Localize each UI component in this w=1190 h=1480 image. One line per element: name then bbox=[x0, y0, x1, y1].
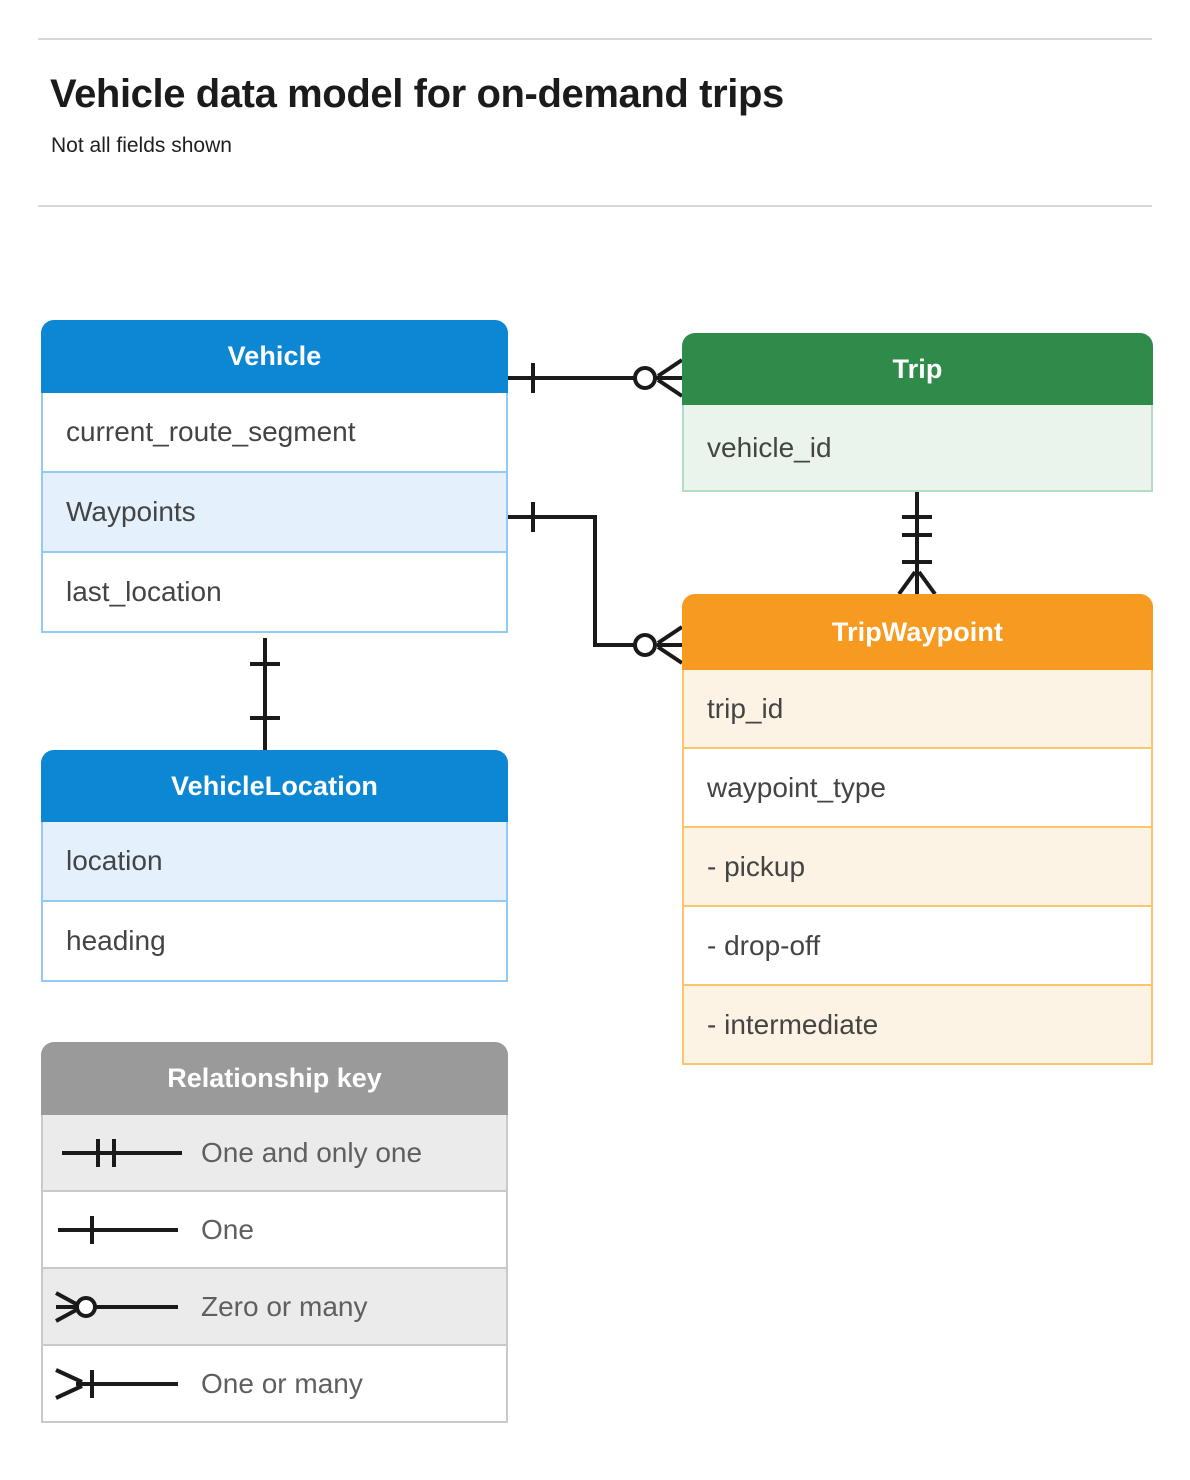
connector-trip-tripwaypoint bbox=[897, 492, 937, 596]
entity-trip[interactable]: Trip vehicle_id bbox=[682, 333, 1153, 492]
entity-tripwaypoint-header: TripWaypoint bbox=[682, 594, 1153, 670]
legend-row-one-and-only-one: One and only one bbox=[41, 1115, 508, 1192]
field-label: current_route_segment bbox=[66, 416, 356, 447]
entity-tripwaypoint-enum-drop-off[interactable]: - drop-off bbox=[682, 907, 1153, 986]
entity-tripwaypoint-field-trip-id[interactable]: trip_id bbox=[682, 670, 1153, 749]
entity-trip-header: Trip bbox=[682, 333, 1153, 405]
entity-tripwaypoint-field-waypoint-type[interactable]: waypoint_type bbox=[682, 749, 1153, 828]
one-or-many-icon bbox=[43, 1364, 201, 1404]
field-label: vehicle_id bbox=[707, 431, 832, 463]
field-label: last_location bbox=[66, 576, 222, 607]
field-label: trip_id bbox=[707, 692, 784, 724]
field-label: waypoint_type bbox=[707, 771, 887, 803]
relationship-key-title: Relationship key bbox=[167, 1063, 382, 1093]
legend-row-zero-or-many: Zero or many bbox=[41, 1269, 508, 1346]
entity-vehicle-title: Vehicle bbox=[227, 341, 322, 371]
field-label: - intermediate bbox=[707, 1008, 879, 1040]
entity-trip-title: Trip bbox=[892, 353, 943, 384]
legend-label: One and only one bbox=[201, 1136, 423, 1168]
entity-trip-field-vehicle-id[interactable]: vehicle_id bbox=[682, 405, 1153, 492]
entity-vehiclelocation-field-heading[interactable]: heading bbox=[41, 902, 508, 982]
entity-vehicle[interactable]: Vehicle current_route_segment Waypoints … bbox=[41, 320, 508, 633]
entity-vehiclelocation[interactable]: VehicleLocation location heading bbox=[41, 750, 508, 982]
entity-vehiclelocation-field-location[interactable]: location bbox=[41, 822, 508, 902]
entity-vehiclelocation-title: VehicleLocation bbox=[170, 770, 379, 801]
page-title: Vehicle data model for on-demand trips bbox=[50, 72, 784, 116]
entity-vehicle-field-current-route-segment[interactable]: current_route_segment bbox=[41, 393, 508, 473]
top-divider bbox=[38, 38, 1152, 40]
bottom-divider bbox=[38, 205, 1152, 207]
entity-vehiclelocation-header: VehicleLocation bbox=[41, 750, 508, 822]
field-label: - drop-off bbox=[707, 929, 821, 961]
connector-vehicle-vehiclelocation bbox=[250, 638, 280, 750]
entity-tripwaypoint[interactable]: TripWaypoint trip_id waypoint_type - pic… bbox=[682, 594, 1153, 1065]
entity-vehicle-field-last-location[interactable]: last_location bbox=[41, 553, 508, 633]
legend-label: One or many bbox=[201, 1367, 363, 1399]
connector-vehicle-trip bbox=[508, 358, 684, 398]
one-and-only-one-icon bbox=[43, 1133, 201, 1173]
entity-vehicle-field-waypoints[interactable]: Waypoints bbox=[41, 473, 508, 553]
connector-waypoints-tripwaypoint bbox=[508, 502, 684, 665]
legend-row-one-or-many: One or many bbox=[41, 1346, 508, 1423]
field-label: heading bbox=[66, 925, 166, 956]
entity-tripwaypoint-enum-intermediate[interactable]: - intermediate bbox=[682, 986, 1153, 1065]
field-label: - pickup bbox=[707, 850, 806, 882]
relationship-key-legend: Relationship key One and only one One bbox=[41, 1042, 508, 1423]
one-icon bbox=[43, 1210, 201, 1250]
entity-tripwaypoint-enum-pickup[interactable]: - pickup bbox=[682, 828, 1153, 907]
page-subtitle: Not all fields shown bbox=[51, 134, 232, 157]
legend-row-one: One bbox=[41, 1192, 508, 1269]
field-label: location bbox=[66, 845, 163, 876]
legend-label: Zero or many bbox=[201, 1290, 368, 1322]
entity-tripwaypoint-title: TripWaypoint bbox=[831, 616, 1004, 647]
entity-vehicle-header: Vehicle bbox=[41, 320, 508, 393]
legend-label: One bbox=[201, 1213, 254, 1245]
relationship-key-header: Relationship key bbox=[41, 1042, 508, 1115]
zero-or-many-icon bbox=[43, 1287, 201, 1327]
field-label: Waypoints bbox=[66, 496, 196, 527]
